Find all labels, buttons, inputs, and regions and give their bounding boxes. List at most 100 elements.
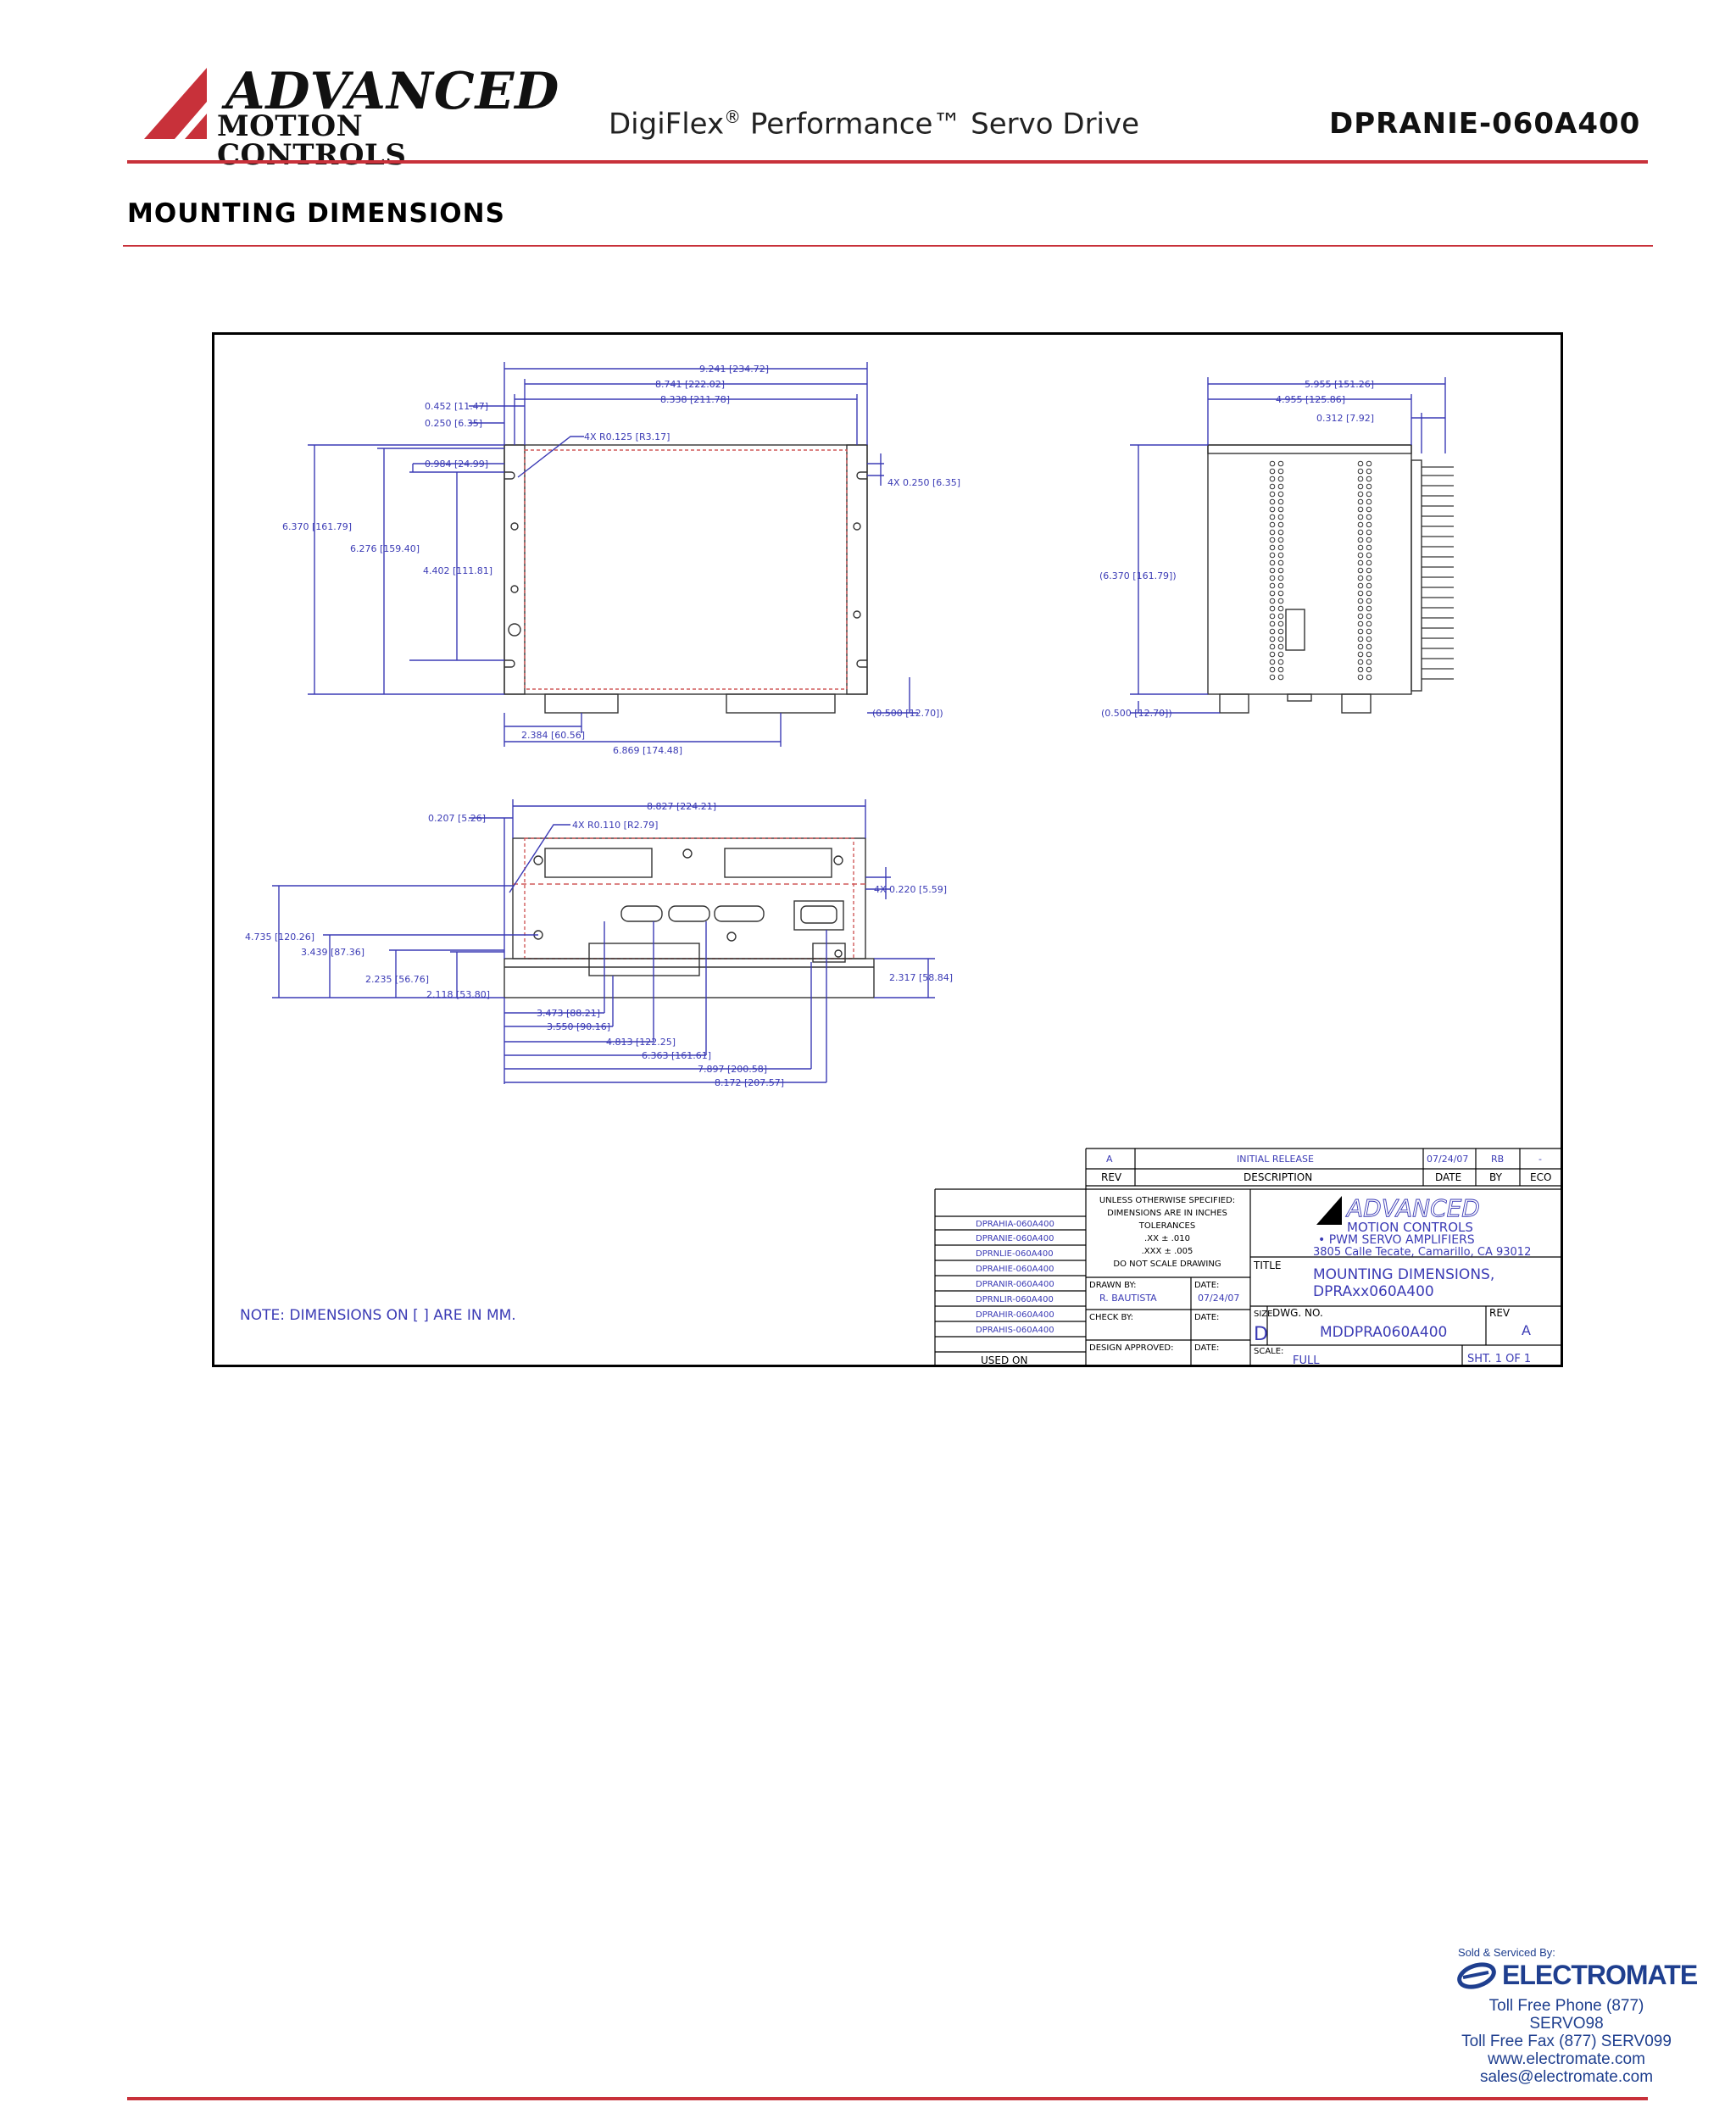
vent-hole — [1357, 636, 1364, 642]
vent-hole — [1277, 537, 1284, 543]
tolerance-line: UNLESS OTHERWISE SPECIFIED: — [1099, 1196, 1235, 1205]
vent-hole — [1366, 620, 1372, 627]
vent-hole — [1357, 498, 1364, 505]
vent-hole — [1277, 529, 1284, 536]
drawing-frame: 9.241 [234.72] 8.741 [222.02] 8.338 [211… — [212, 332, 1563, 1367]
title-line-1: MOUNTING DIMENSIONS, — [1313, 1266, 1494, 1283]
vent-hole — [1357, 666, 1364, 673]
used-on-item: DPRAHIA-060A400 — [976, 1220, 1054, 1229]
dim-connector-offset: 2.384 [60.56] — [521, 730, 585, 741]
vent-hole — [1366, 529, 1372, 536]
drawn-date: 07/24/07 — [1198, 1293, 1239, 1304]
vent-hole — [1277, 628, 1284, 635]
dim-left-offset-1: 0.452 [11.47] — [425, 401, 488, 412]
dim-front-right-height: 2.317 [58.84] — [889, 972, 953, 983]
vent-hole — [1357, 521, 1364, 528]
dim-front-x2: 3.550 [90.16] — [547, 1021, 610, 1032]
dim-side-height: (6.370 [161.79]) — [1099, 570, 1177, 581]
brand-name: ADVANCED — [225, 62, 560, 121]
vent-hole — [1269, 643, 1276, 650]
vent-hole — [1277, 514, 1284, 520]
vent-hole — [1277, 476, 1284, 482]
title-block-headers: REV DESCRIPTION DATE BY ECO — [1101, 1171, 1551, 1183]
dwg-no-label: DWG. NO. — [1272, 1307, 1323, 1319]
rev-label: REV — [1489, 1307, 1511, 1319]
vent-hole — [1366, 666, 1372, 673]
rev-row-description: INITIAL RELEASE — [1237, 1154, 1314, 1165]
title-label: TITLE — [1253, 1260, 1281, 1271]
registered-mark: ® — [724, 107, 742, 127]
rev-row-eco: - — [1538, 1154, 1542, 1165]
vent-hole — [1277, 598, 1284, 604]
dim-flange-width: 8.741 [222.02] — [655, 379, 725, 390]
vent-hole — [1357, 476, 1364, 482]
tolerance-line: .XX ± .010 — [1144, 1234, 1190, 1243]
vent-hole — [1269, 651, 1276, 658]
vent-hole — [1357, 620, 1364, 627]
tolerances: UNLESS OTHERWISE SPECIFIED: DIMENSIONS A… — [1099, 1196, 1235, 1269]
logo-triangle-icon — [144, 68, 207, 139]
vent-hole — [1357, 598, 1364, 604]
vent-hole — [1269, 476, 1276, 482]
dim-connector-offset-2: 6.869 [174.48] — [613, 745, 682, 756]
electromate-block: Sold & Serviced By: ELECTROMATE Toll Fre… — [1455, 1946, 1698, 2086]
vent-hole — [1277, 590, 1284, 597]
vent-hole — [1366, 460, 1372, 467]
vent-hole — [1366, 659, 1372, 665]
vent-hole — [1357, 575, 1364, 581]
vent-hole — [1366, 552, 1372, 559]
dim-side-flange: 0.312 [7.92] — [1316, 413, 1374, 424]
vent-hole — [1277, 544, 1284, 551]
check-by-label: CHECK BY: — [1089, 1313, 1133, 1322]
dim-front-left-offset: 0.207 [5.26] — [428, 813, 486, 824]
vent-hole — [1269, 521, 1276, 528]
model-number: DPRANIE-060A400 — [1329, 107, 1641, 141]
vent-hole — [1366, 521, 1372, 528]
size-label: SIZE — [1254, 1310, 1272, 1319]
dim-front-x4: 6.363 [161.61] — [642, 1050, 711, 1061]
dim-overall-width: 9.241 [234.72] — [699, 364, 769, 375]
brand-subname: MOTION CONTROLS — [217, 109, 407, 172]
vent-hole — [1366, 636, 1372, 642]
vent-hole — [1366, 674, 1372, 681]
product-prefix: DigiFlex — [609, 107, 725, 142]
vent-hole — [1277, 468, 1284, 475]
vent-hole — [1277, 506, 1284, 513]
vent-hole — [1277, 559, 1284, 566]
rev-row-date: 07/24/07 — [1427, 1154, 1468, 1165]
dim-side-depth-total: 5.955 [151.26] — [1305, 379, 1374, 390]
vent-hole — [1277, 460, 1284, 467]
rev-header-eco: ECO — [1530, 1171, 1551, 1183]
vent-hole — [1269, 582, 1276, 589]
vent-hole — [1269, 666, 1276, 673]
tolerance-line: DIMENSIONS ARE IN INCHES — [1107, 1209, 1227, 1218]
vent-hole — [1277, 491, 1284, 498]
website[interactable]: www.electromate.com — [1488, 2050, 1645, 2068]
vent-hole — [1277, 498, 1284, 505]
vent-hole — [1366, 651, 1372, 658]
dimension-labels: 9.241 [234.72] 8.741 [222.02] 8.338 [211… — [245, 364, 1374, 1088]
vent-hole — [1366, 483, 1372, 490]
product-suffix: Performance™ Servo Drive — [741, 107, 1140, 142]
vent-hole — [1366, 598, 1372, 604]
design-approved-label: DESIGN APPROVED: — [1089, 1343, 1174, 1353]
dim-front-x3: 4.813 [122.25] — [606, 1037, 676, 1048]
vent-hole — [1357, 605, 1364, 612]
electromate-contacts: Toll Free Phone (877) SERVO98 Toll Free … — [1455, 1997, 1678, 2086]
dim-hole-top: 0.984 [24.99] — [425, 459, 488, 470]
vent-hole — [1277, 613, 1284, 620]
email[interactable]: sales@electromate.com — [1479, 2068, 1654, 2086]
vent-hole — [1277, 521, 1284, 528]
dim-front-width: 8.827 [224.21] — [647, 801, 716, 812]
used-on-item: DPRAHIS-060A400 — [976, 1326, 1054, 1335]
dim-front-x5: 7.897 [200.58] — [698, 1064, 767, 1075]
sheet: SHT. 1 OF 1 — [1467, 1353, 1531, 1365]
vent-hole — [1269, 468, 1276, 475]
used-on-item: DPRANIR-060A400 — [976, 1280, 1054, 1289]
vent-hole — [1366, 643, 1372, 650]
tolerance-line: .XXX ± .005 — [1142, 1247, 1194, 1256]
heatsink-fins — [1422, 466, 1454, 680]
used-on-label: USED ON — [981, 1354, 1027, 1365]
tb-company-name: ADVANCED — [1345, 1194, 1480, 1222]
vent-hole — [1269, 636, 1276, 642]
